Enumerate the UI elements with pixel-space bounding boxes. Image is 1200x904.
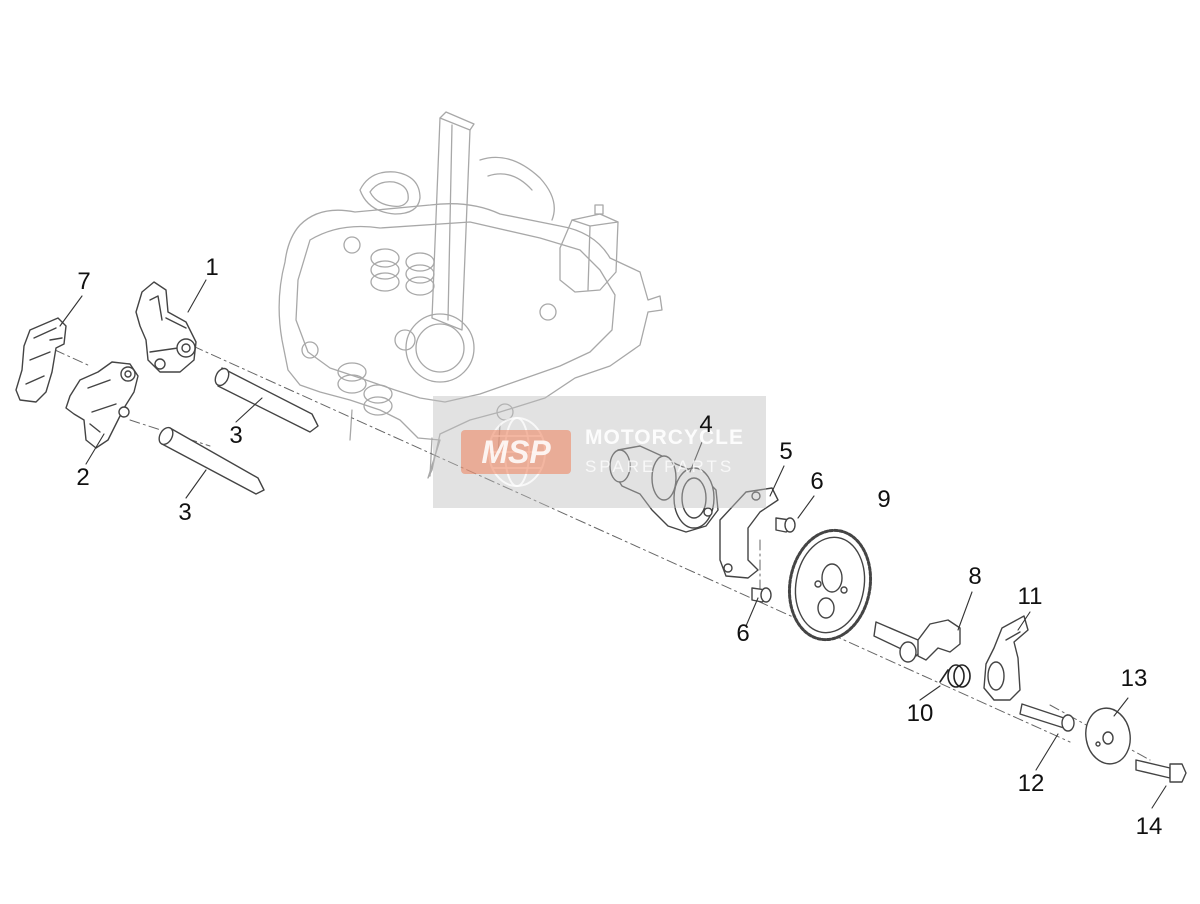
callout-9: 9	[877, 486, 891, 513]
watermark-subtitle: SPARE PARTS	[585, 457, 735, 476]
callout-3-lower: 3	[178, 499, 192, 526]
part-3-shafts	[158, 367, 319, 495]
callout-6-upper: 6	[810, 468, 824, 495]
part-2-rocker-arm	[65, 361, 139, 449]
watermark-badge: MSP	[461, 430, 571, 474]
part-9-sprocket	[787, 528, 873, 642]
part-12-bolt	[1019, 703, 1075, 732]
callout-8: 8	[968, 563, 982, 590]
callout-13: 13	[1120, 665, 1148, 692]
callout-11: 11	[1017, 583, 1043, 610]
part-14-bolt	[1135, 759, 1187, 783]
callout-12: 12	[1017, 770, 1045, 797]
leader-lines	[59, 279, 1167, 809]
callout-7: 7	[77, 268, 91, 295]
callout-4: 4	[699, 411, 713, 438]
watermark: MSP MOTORCYCLE SPARE PARTS	[433, 396, 766, 508]
watermark-title: MOTORCYCLE	[585, 426, 744, 449]
callout-2: 2	[76, 464, 90, 491]
callout-10: 10	[906, 700, 934, 727]
valve-springs	[337, 248, 435, 416]
part-4-camshaft	[609, 445, 719, 533]
part-6-screws	[751, 517, 796, 603]
callout-5: 5	[779, 438, 793, 465]
callout-14: 14	[1135, 813, 1163, 840]
part-13-washer	[1085, 707, 1131, 765]
callout-3-upper: 3	[229, 422, 243, 449]
callout-1: 1	[205, 254, 219, 281]
part-1-rocker-arm	[135, 281, 197, 373]
part-5-plate	[719, 487, 779, 579]
part-11-weight	[983, 615, 1029, 701]
callout-6-lower: 6	[736, 620, 750, 647]
part-8-decompressor	[873, 619, 961, 663]
part-10-spring	[939, 664, 971, 688]
part-7-clip	[15, 317, 67, 403]
